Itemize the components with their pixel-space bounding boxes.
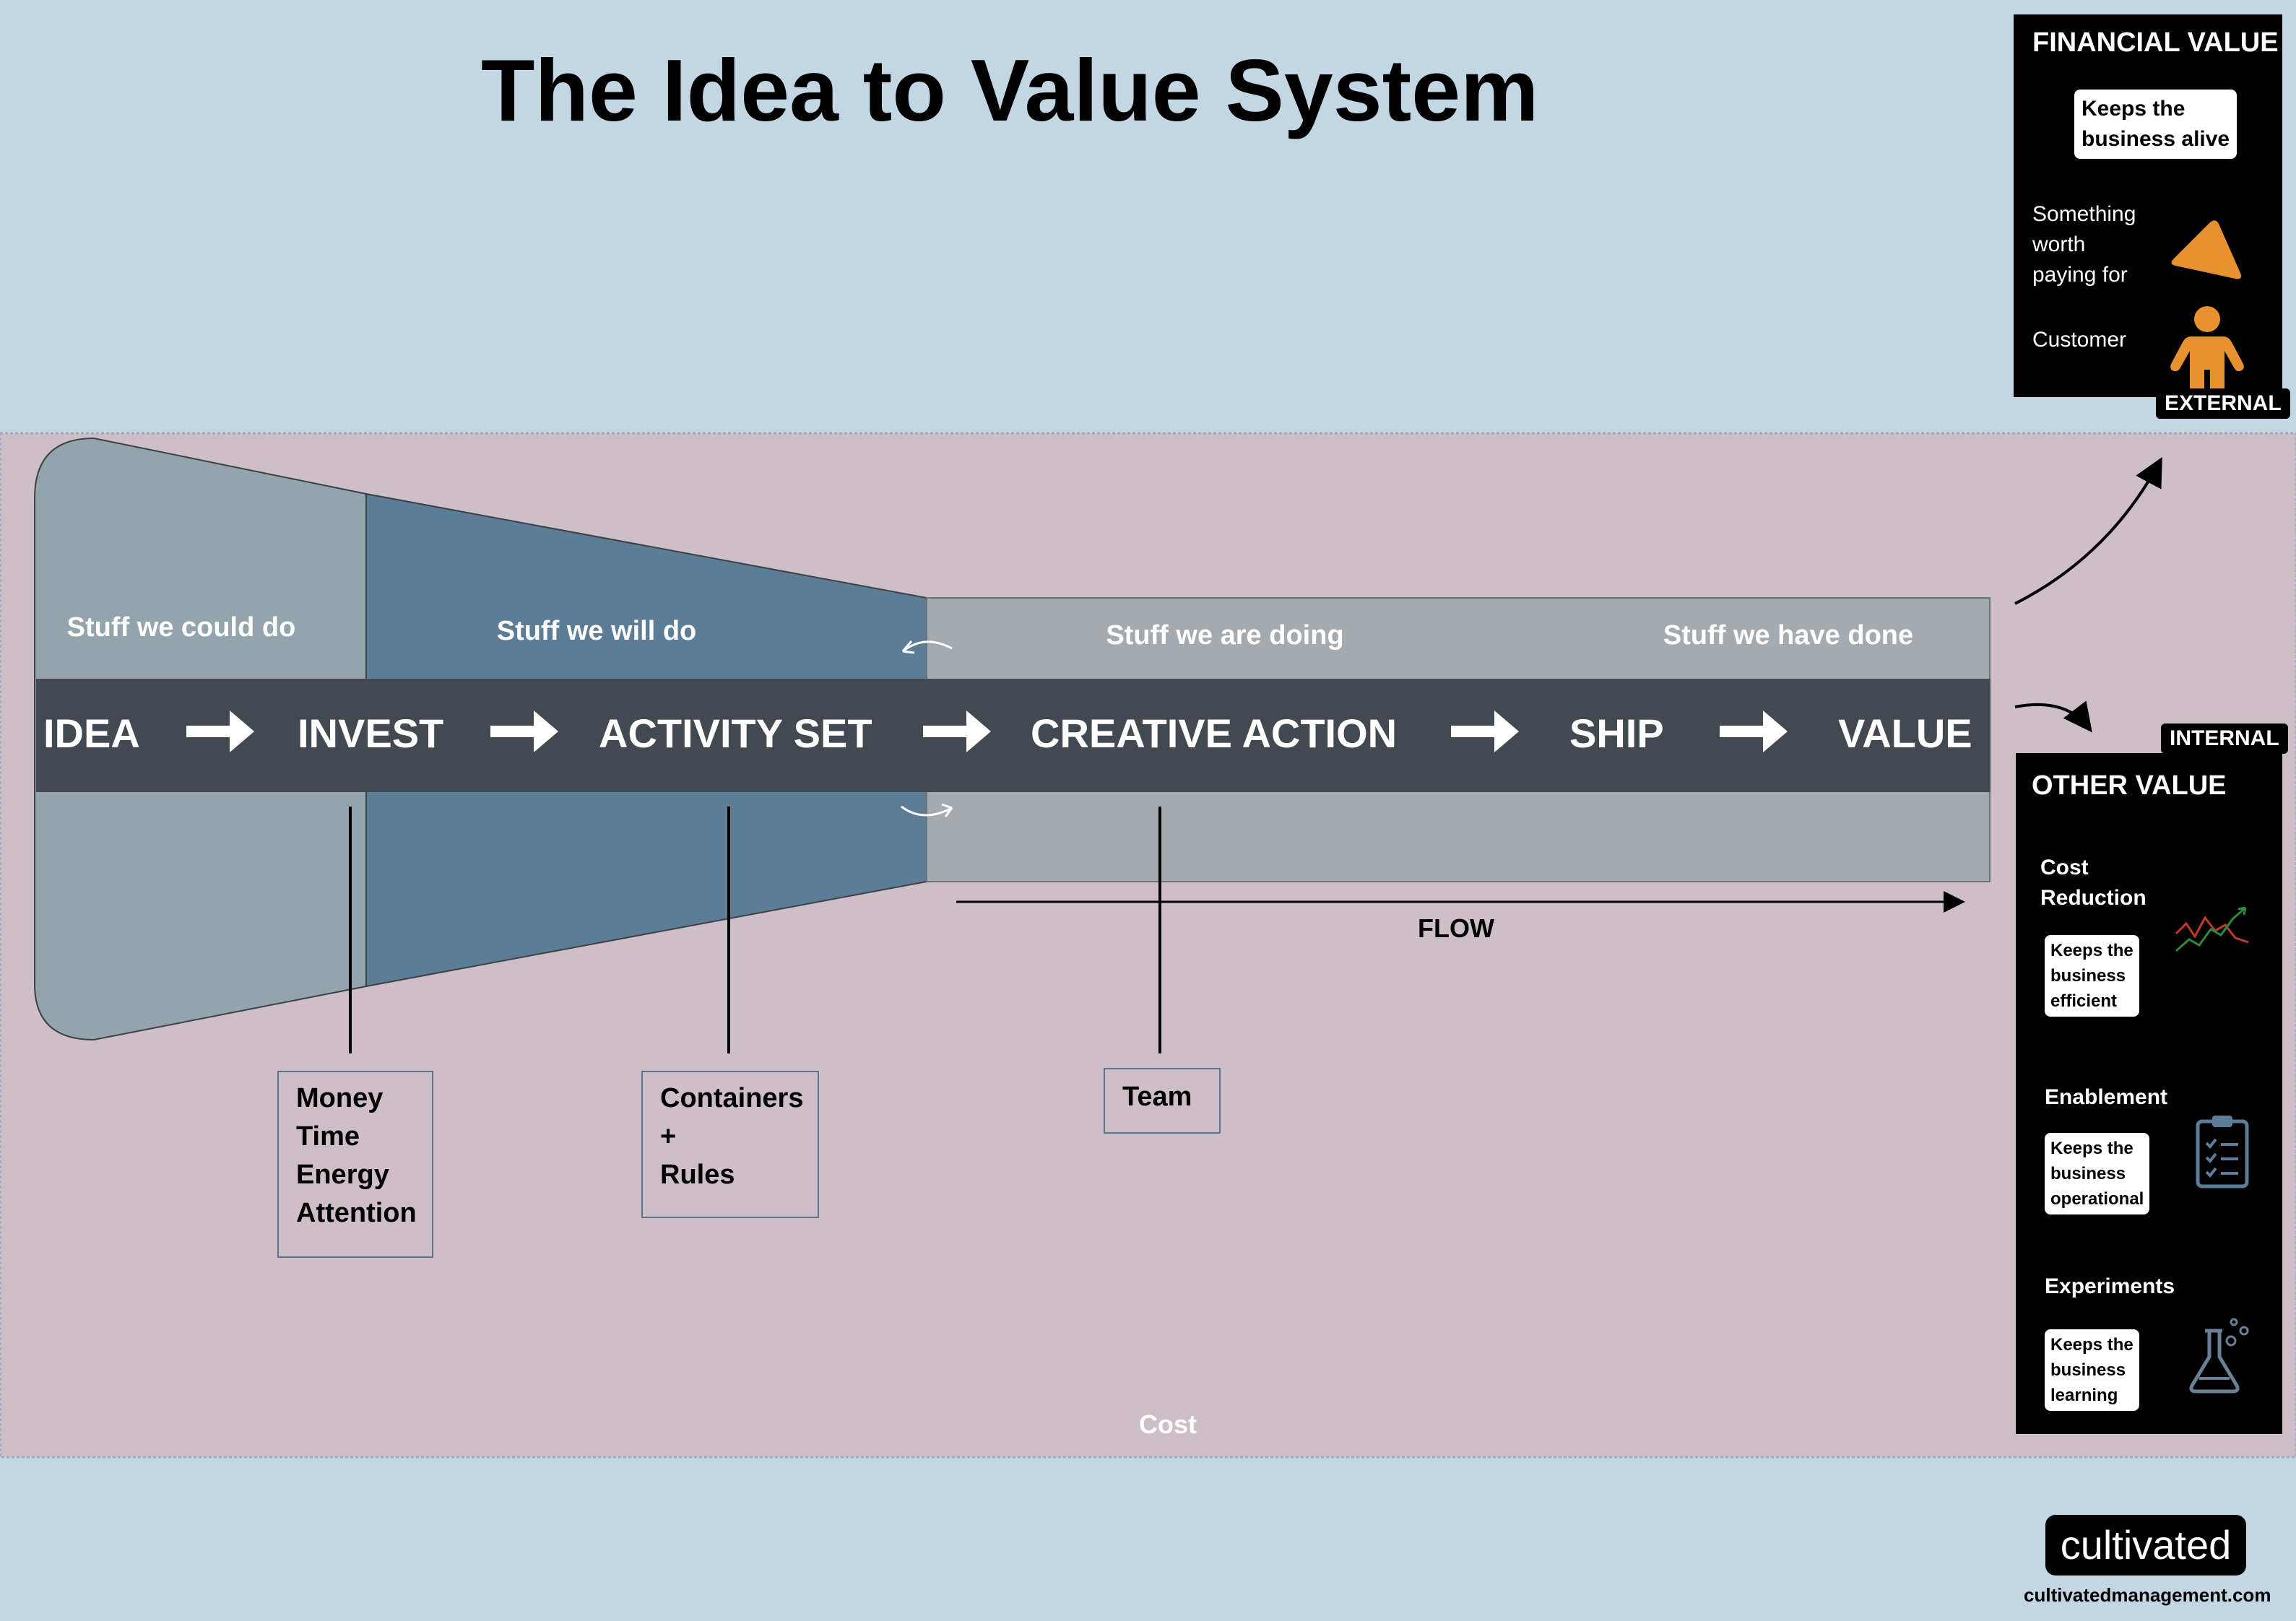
worth-line3: paying for — [2032, 263, 2128, 287]
step-ship: SHIP — [1569, 710, 1664, 756]
financial-value-panel: FINANCIAL VALUE Keeps the business alive… — [2014, 14, 2282, 397]
efficient-pill-line2: business — [2050, 966, 2126, 986]
customer-label: Customer — [2032, 328, 2127, 352]
financial-title: FINANCIAL VALUE — [2032, 27, 2279, 58]
step-arrows — [186, 710, 1788, 752]
experiments-label: Experiments — [2045, 1274, 2175, 1298]
step-creative-action: CREATIVE ACTION — [1031, 710, 1397, 756]
stage-doing-label: Stuff we are doing — [1106, 620, 1343, 651]
cost-label: Cost — [1139, 1409, 1197, 1439]
external-arrow — [2014, 456, 2162, 605]
other-value-panel: OTHER VALUE Cost Reduction Keeps the bus… — [2016, 753, 2282, 1434]
learning-pill-line1: Keeps the — [2050, 1335, 2133, 1355]
operational-pill: Keeps the business operational — [2045, 1133, 2150, 1214]
worth-line1: Something — [2032, 202, 2136, 226]
financial-pill-line2: business alive — [2081, 127, 2230, 151]
flow-label: FLOW — [1418, 913, 1494, 943]
cost-reduction-line2: Reduction — [2040, 886, 2146, 910]
stage-will-label: Stuff we will do — [497, 616, 697, 646]
input-money: Money — [296, 1083, 384, 1113]
step-idea: IDEA — [43, 710, 140, 756]
creative-inputs-box: Team — [1104, 1068, 1221, 1134]
worth-line2: worth — [2032, 232, 2086, 256]
stage-could-label: Stuff we could do — [67, 612, 296, 643]
external-tag: EXTERNAL — [2156, 388, 2290, 419]
loop-arrow-bottom-icon — [901, 805, 953, 817]
arrow-right-icon — [490, 710, 558, 752]
clipboard-icon — [2196, 1116, 2249, 1188]
input-plus: + — [660, 1121, 677, 1152]
operational-pill-line3: operational — [2050, 1189, 2144, 1209]
brand-logo: cultivated — [2045, 1515, 2246, 1576]
efficient-pill-line1: Keeps the — [2050, 941, 2133, 960]
stage-done-label: Stuff we have done — [1663, 620, 1913, 651]
input-energy: Energy — [296, 1160, 389, 1190]
efficient-pill-line3: efficient — [2050, 991, 2118, 1011]
operational-pill-line2: business — [2050, 1164, 2126, 1183]
input-team: Team — [1122, 1082, 1192, 1112]
step-activity-set: ACTIVITY SET — [599, 710, 872, 756]
worth-label: Something worth paying for — [2032, 199, 2136, 290]
operational-pill-line1: Keeps the — [2050, 1139, 2133, 1158]
activity-inputs-box: Containers + Rules — [641, 1071, 819, 1218]
page-title: The Idea to Value System — [481, 41, 1539, 139]
internal-tag: INTERNAL — [2161, 723, 2288, 754]
invest-inputs-box: Money Time Energy Attention — [277, 1071, 433, 1258]
input-time: Time — [296, 1121, 360, 1152]
input-containers: Containers — [660, 1083, 804, 1113]
loop-arrow-top-icon — [902, 640, 953, 653]
financial-pill-box: Keeps the business alive — [2074, 90, 2237, 159]
enablement-label: Enablement — [2045, 1085, 2168, 1109]
step-invest: INVEST — [298, 710, 443, 756]
cost-reduction-label: Cost Reduction — [2040, 853, 2146, 913]
input-attention: Attention — [296, 1198, 417, 1228]
loop-arrow-bottom-head — [941, 803, 953, 817]
efficient-pill: Keeps the business efficient — [2045, 935, 2139, 1017]
learning-pill: Keeps the business learning — [2045, 1329, 2139, 1411]
cost-reduction-line1: Cost — [2040, 856, 2089, 879]
learning-pill-line3: learning — [2050, 1386, 2118, 1405]
triangle-icon — [2171, 220, 2242, 279]
arrow-right-icon — [923, 710, 991, 752]
flow-band — [36, 679, 1990, 792]
chart-icon — [2175, 906, 2249, 952]
internal-arrow — [2014, 700, 2092, 733]
step-value: VALUE — [1838, 710, 1972, 756]
input-rules: Rules — [660, 1160, 735, 1190]
flask-icon — [2189, 1318, 2249, 1394]
brand-url: cultivatedmanagement.com — [2024, 1584, 2271, 1606]
person-icon — [2170, 306, 2244, 397]
loop-arrow-top-head — [901, 640, 915, 654]
arrow-right-icon — [186, 710, 254, 752]
learning-pill-line2: business — [2050, 1360, 2126, 1380]
other-title: OTHER VALUE — [2032, 770, 2227, 801]
arrow-right-icon — [1720, 710, 1788, 752]
financial-pill-line1: Keeps the — [2081, 97, 2185, 121]
arrow-right-icon — [1451, 710, 1519, 752]
